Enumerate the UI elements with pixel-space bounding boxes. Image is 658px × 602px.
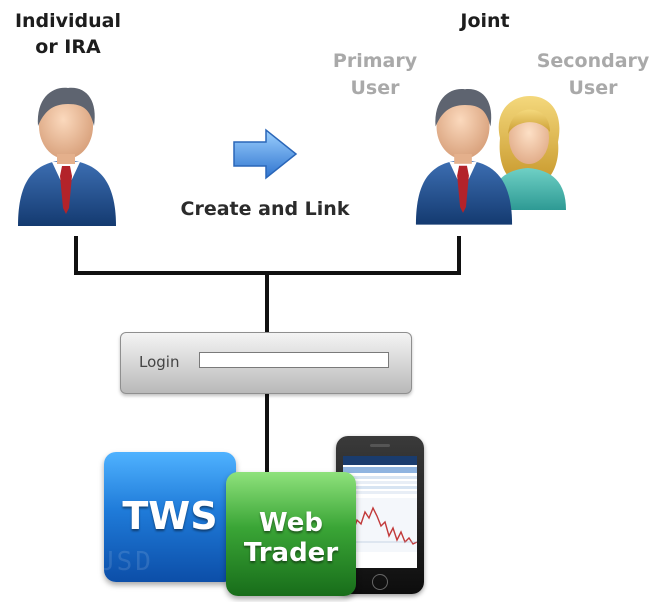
connector-to-login [265, 271, 269, 333]
tws-label: TWS [122, 494, 218, 538]
primary-user-icon [415, 89, 513, 225]
connector-to-apps [265, 392, 269, 474]
phone-home-button[interactable] [372, 574, 388, 590]
secondary-user-label-line2: User [568, 77, 618, 99]
web-trader-app-tile[interactable]: Web Trader [226, 472, 356, 596]
secondary-user-label: Secondary User [528, 48, 658, 102]
secondary-user-label-line1: Secondary [536, 50, 650, 72]
login-input[interactable] [199, 352, 389, 368]
joint-label: Joint [460, 10, 510, 32]
tws-decor-text: USD [104, 547, 154, 577]
primary-user-label: Primary User [320, 48, 430, 102]
arrow-right-icon [233, 128, 298, 180]
web-trader-label-line2: Trader [243, 538, 339, 568]
web-trader-label-line1: Web [259, 508, 323, 538]
create-and-link-label: Create and Link [180, 198, 350, 220]
primary-user-label-line2: User [350, 77, 400, 99]
phone-speaker [370, 444, 390, 447]
tws-app-tile[interactable]: USD TWS [104, 452, 236, 582]
connector-left-vertical [74, 236, 78, 274]
login-panel: Login [120, 332, 412, 394]
login-label: Login [139, 353, 180, 371]
individual-label: Individual or IRA [0, 8, 136, 60]
connector-right-vertical [457, 236, 461, 274]
primary-user-label-line1: Primary [332, 50, 418, 72]
individual-user-icon [18, 87, 116, 226]
individual-label-line2: or IRA [35, 36, 101, 58]
web-trader-label: Web Trader [226, 508, 356, 568]
individual-label-line1: Individual [14, 10, 122, 32]
